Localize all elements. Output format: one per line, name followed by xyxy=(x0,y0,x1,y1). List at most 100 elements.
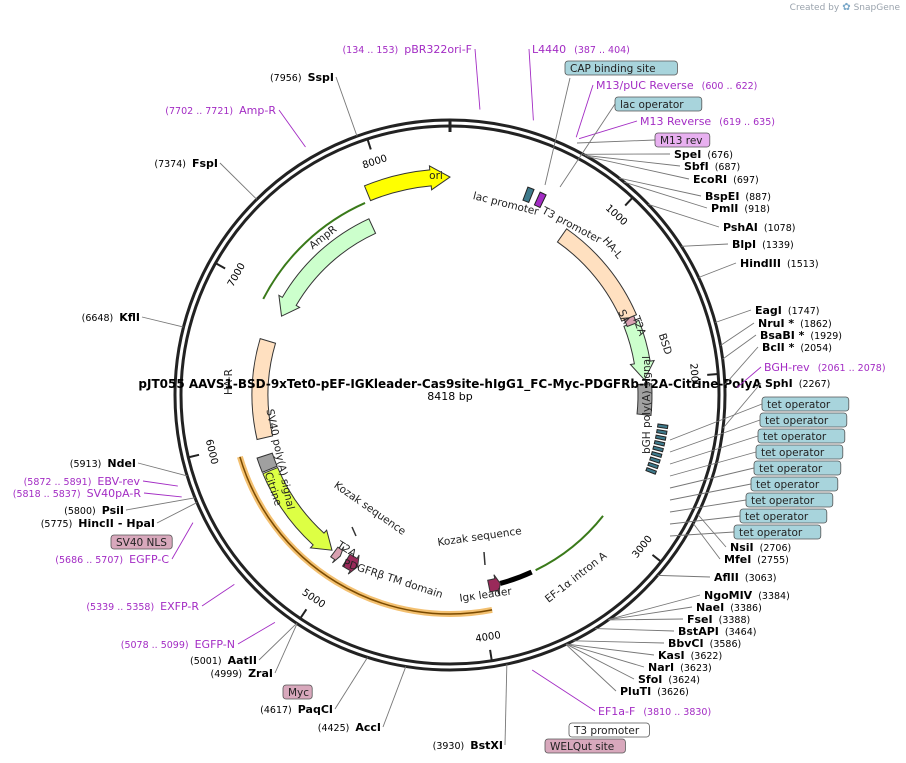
site-pmli: PmlI(918) xyxy=(711,202,770,215)
site-sspi: (7956)SspI xyxy=(270,71,334,84)
welqut-site: WELQut site xyxy=(550,741,614,753)
leader-line xyxy=(669,499,747,513)
ef1a-black-segment xyxy=(499,569,533,586)
tick-label: 2000 xyxy=(687,363,700,389)
site-nsii: NsiI(2706) xyxy=(730,541,791,554)
sv40pa-box xyxy=(256,452,278,473)
igk-leader-arrow xyxy=(487,574,501,595)
leader-line xyxy=(576,139,656,144)
credit-prefix: Created by xyxy=(789,2,840,13)
tet-operator-block xyxy=(653,440,666,447)
hal-arrow xyxy=(556,228,638,322)
tet-operator-5-box xyxy=(753,460,842,476)
tet-operator-2-box xyxy=(759,412,848,428)
tet-operator-block xyxy=(650,450,663,459)
leader-line xyxy=(608,594,701,620)
tet-operator-block xyxy=(647,461,660,470)
tet-operator-7-box xyxy=(745,492,834,508)
primer-egfpc: (5686 .. 5707)EGFP-C xyxy=(55,553,169,566)
leader-line xyxy=(697,514,727,548)
m13-rev-box xyxy=(654,132,711,148)
m13-rev: M13 rev xyxy=(660,135,703,147)
label-ef1a: EF-1α intron A xyxy=(543,549,610,605)
tet-operator-6-box xyxy=(750,476,839,492)
site-hincii-hpai: (5775)HincII-HpaI xyxy=(41,517,155,530)
leader-line xyxy=(669,531,735,537)
site-nari: NarI(3623) xyxy=(648,661,712,674)
tick-mark xyxy=(215,262,226,270)
primer-pbr322orif: (134 .. 153)pBR322ori-F xyxy=(342,43,472,56)
tick-label: 1000 xyxy=(603,203,629,228)
leader-line xyxy=(137,462,188,477)
cap-binding-site-box xyxy=(564,60,678,76)
leader-line xyxy=(692,523,721,560)
kozak-1-mark xyxy=(351,526,357,537)
leader-line xyxy=(559,103,616,188)
leader-line xyxy=(474,48,481,110)
site-sphi: SphI(2267) xyxy=(765,377,830,390)
site-bbvci: BbvCI(3586) xyxy=(668,637,741,650)
tet-operator-block xyxy=(652,445,664,453)
t3-promoter-box-box xyxy=(568,722,650,738)
leader-line xyxy=(142,480,178,487)
primer-m13reverse: M13 Reverse(619 .. 635) xyxy=(640,115,775,128)
ef1a-line xyxy=(535,515,604,572)
feature-arcs xyxy=(237,165,669,617)
tet-operator-4: tet operator xyxy=(761,447,825,459)
site-ecori: EcoRI(697) xyxy=(693,173,759,186)
tick-label: 7000 xyxy=(226,261,248,289)
tet-operator-3: tet operator xyxy=(763,431,827,443)
tick-label: 8000 xyxy=(361,153,389,171)
label-bsd: BSD xyxy=(656,332,674,356)
label-har: HA-R xyxy=(223,369,235,395)
label-igk: Igκ leader xyxy=(459,585,513,604)
site-nrui: NruI *(1862) xyxy=(758,317,832,330)
lac-operator: lac operator xyxy=(620,99,684,111)
leader-line xyxy=(578,120,638,140)
tick-label: 5000 xyxy=(300,587,327,610)
label-bgh: bGH poly(A) signal xyxy=(641,356,653,454)
site-kasi: KasI(3622) xyxy=(658,649,722,662)
tet-operator-9-box xyxy=(733,524,822,540)
tick-mark xyxy=(707,373,719,376)
har-arrow xyxy=(251,338,277,441)
t2a-2-arrow xyxy=(330,546,345,564)
leader-line xyxy=(566,643,635,680)
primer-bghrev: BGH-rev(2061 .. 2078) xyxy=(764,361,886,374)
site-mfei: MfeI(2755) xyxy=(724,553,789,566)
primer-sv40par: (5818 .. 5837)SV40pA-R xyxy=(13,487,142,500)
label-kozak-2: Kozak sequence xyxy=(437,525,523,549)
site-pshai: PshAI(1078) xyxy=(723,221,795,234)
tick-mark xyxy=(366,138,372,150)
leader-line xyxy=(669,467,755,489)
myc-tag-box xyxy=(282,684,313,700)
tick-mark xyxy=(651,554,662,563)
leader-line xyxy=(141,316,184,328)
welqut-site-box xyxy=(544,738,626,754)
kozak-2-mark xyxy=(483,551,486,566)
leader-line xyxy=(258,623,298,661)
leader-line xyxy=(335,76,358,137)
lac-operator-block xyxy=(522,186,535,204)
site-sfoi: SfoI(3624) xyxy=(638,673,700,686)
leader-line xyxy=(669,419,761,453)
leader-line xyxy=(669,515,741,525)
leader-line xyxy=(648,203,720,228)
leader-line xyxy=(528,48,534,121)
tet-operator-block xyxy=(654,434,667,441)
cap-binding-site: CAP binding site xyxy=(570,63,656,75)
site-zrai: (4999)ZraI xyxy=(210,667,273,680)
leader-line xyxy=(669,451,757,477)
site-paqci: (4617)PaqCI xyxy=(260,703,333,716)
leader-line xyxy=(566,643,645,668)
leader-line xyxy=(722,382,762,429)
t3-promoter-box: T3 promoter xyxy=(573,725,640,737)
primer-ampr: (7702 .. 7721)Amp-R xyxy=(165,104,276,117)
m13-block xyxy=(533,191,547,209)
leader-line xyxy=(669,403,763,441)
leader-line xyxy=(334,657,368,710)
snapgene-logo-icon: ✿ xyxy=(842,2,851,13)
leader-line xyxy=(544,77,571,186)
leader-line xyxy=(623,181,708,209)
